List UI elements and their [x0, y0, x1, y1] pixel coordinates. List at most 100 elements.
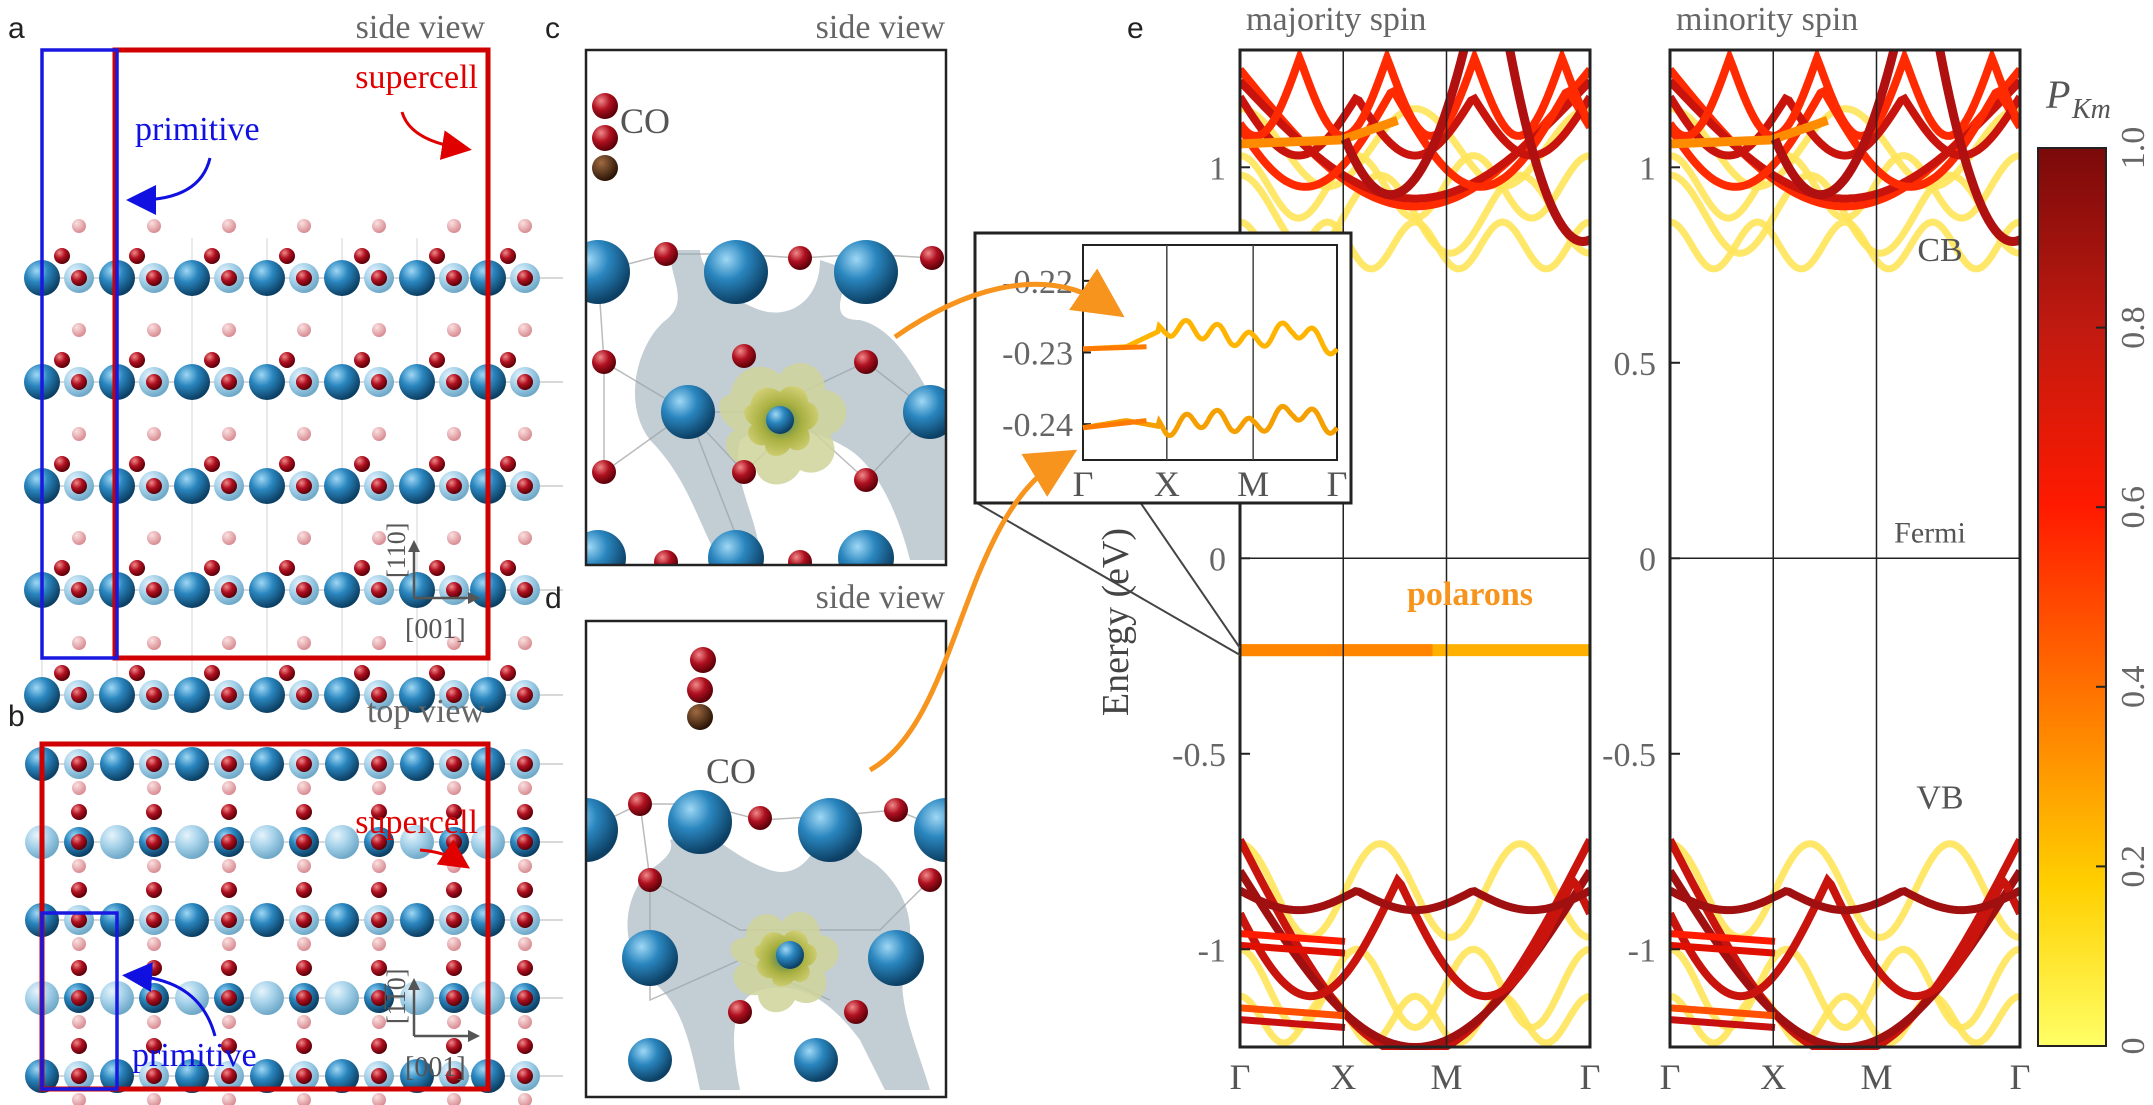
axis-indicator: [1̅1̅0] [001] [382, 969, 480, 1083]
plot-frame [1238, 48, 1592, 1049]
primitive-label: primitive [135, 111, 260, 148]
x-tick-label: Γ [1230, 1057, 1251, 1097]
conduction-band [1340, 50, 1469, 200]
primitive-label: primitive [132, 1037, 257, 1074]
conduction-band [1670, 116, 1829, 149]
supercell-label: supercell [355, 59, 478, 96]
conduction-band [1670, 50, 2020, 140]
x-tick-label: Γ [1073, 464, 1094, 504]
molecule-label: CO [706, 751, 756, 791]
y-tick-label: -0.24 [1002, 407, 1073, 444]
inset-band [1082, 418, 1147, 431]
valence-band [1670, 887, 2020, 915]
y-tick-label: 0.5 [1614, 346, 1657, 383]
crystal-lattice-side [24, 219, 563, 713]
inset-connector [974, 501, 1241, 656]
panel-c: c side view [545, 9, 948, 567]
axis-indicator: [110] [001] [382, 523, 480, 645]
plot-frame [1668, 48, 2022, 1049]
x-tick-label: M [1860, 1057, 1892, 1097]
crystal-lattice-top [25, 747, 563, 1105]
x-tick-label: X [1154, 464, 1180, 504]
supercell-box [112, 47, 491, 661]
primitive-box [40, 911, 119, 1091]
arrow-c-to-inset [893, 268, 1125, 340]
conduction-band [1670, 171, 2020, 257]
x-tick-label: Γ [1327, 464, 1348, 504]
x-tick-label: Γ [2010, 1057, 2031, 1097]
conduction-band [1505, 50, 1590, 247]
energy-axis-label: Energy (eV) [1095, 528, 1137, 716]
valence-band [1670, 930, 1776, 945]
valence-band [1240, 941, 1346, 957]
inset-band [1082, 344, 1147, 352]
valence-band [1240, 840, 1590, 942]
chart-title: minority spin [1676, 1, 1858, 38]
polaron-structure-d [586, 621, 946, 1097]
vb-label: VB [1916, 780, 1963, 817]
panel-d-title: side view [816, 579, 946, 616]
conduction-band [1240, 116, 1399, 149]
supercell-arrow [400, 111, 472, 160]
y-tick-label: -0.5 [1172, 737, 1226, 774]
colorbar-label-sub: Km [2071, 94, 2111, 125]
x-tick-label: M [1237, 464, 1269, 504]
valence-band [1240, 1004, 1346, 1020]
inset-connector [1139, 501, 1241, 649]
valence-band [1240, 992, 1590, 1047]
axis-right-label: [001] [405, 1052, 466, 1083]
colorbar-label: P [2045, 72, 2070, 117]
colorbar-tick-label: 0.2 [2115, 845, 2152, 888]
colorbar-gradient [2037, 147, 2107, 1047]
supercell-arrow [419, 839, 470, 869]
panel-label-e: e [1127, 12, 1144, 45]
supercell-label: supercell [355, 804, 478, 841]
valence-band [1240, 1016, 1346, 1031]
x-tick-label: Γ [1660, 1057, 1681, 1097]
panel-a-title: side view [356, 9, 486, 46]
y-tick-label: -1 [1628, 932, 1656, 969]
x-tick-label: X [1330, 1057, 1356, 1097]
colorbar-tick-label: 1.0 [2115, 127, 2152, 170]
conduction-band [1670, 105, 2020, 191]
valence-band [1240, 887, 1590, 915]
panel-b: b top view supercell primitive [1̅1̅0] [… [8, 693, 563, 1105]
panel-d: d side view [545, 579, 948, 1099]
x-tick-label: Γ [1580, 1057, 1601, 1097]
y-tick-label: 0 [1209, 541, 1226, 578]
panel-d-frame [584, 619, 948, 1099]
valence-band [1240, 930, 1346, 945]
y-tick-label: -0.23 [1002, 336, 1073, 373]
y-tick-label: 0 [1639, 541, 1656, 578]
y-tick-label: -1 [1198, 932, 1226, 969]
x-tick-label: M [1430, 1057, 1462, 1097]
polaron-structure-c [586, 50, 946, 565]
y-tick-label: 1 [1209, 150, 1226, 187]
panel-label-c: c [545, 12, 560, 45]
panel-b-title: top view [367, 693, 485, 730]
conduction-band [1240, 50, 1590, 140]
conduction-band [1240, 105, 1590, 191]
panel-label-a: a [8, 12, 25, 45]
conduction-band [1935, 50, 2020, 247]
primitive-arrow [126, 157, 212, 215]
cb-label: CB [1917, 232, 1962, 269]
arrow-d-to-inset [868, 449, 1078, 773]
axis-up-label: [110] [382, 523, 411, 578]
colorbar-tick-label: 0 [2115, 1038, 2152, 1055]
conduction-band [1670, 218, 2020, 273]
primitive-box [40, 48, 119, 660]
axis-right-label: [001] [405, 614, 466, 645]
y-tick-label: 1 [1639, 150, 1656, 187]
panel-c-title: side view [816, 9, 946, 46]
valence-band [1670, 840, 2020, 942]
fermi-label: Fermi [1894, 517, 1966, 550]
colorbar-tick-label: 0.4 [2115, 666, 2152, 709]
